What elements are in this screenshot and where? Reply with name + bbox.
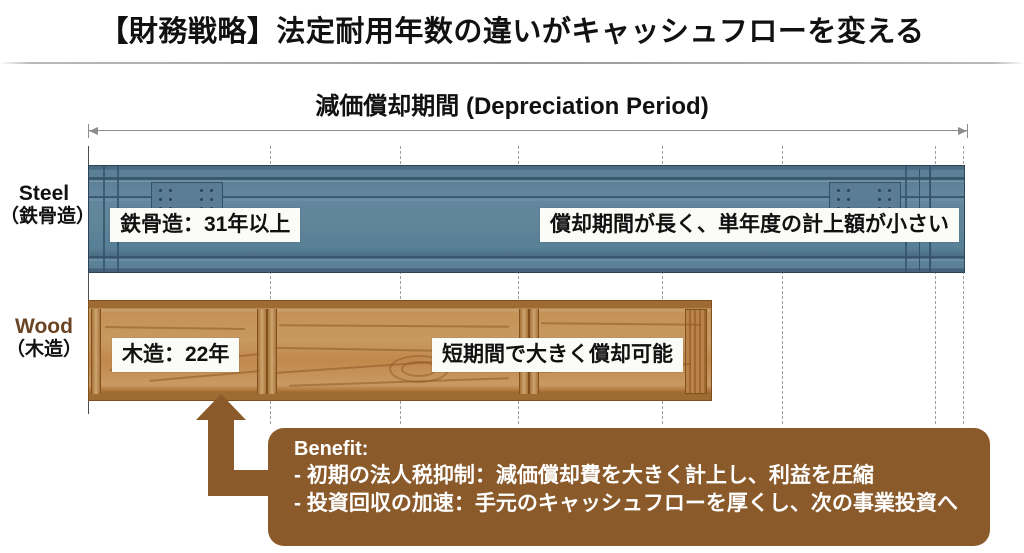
- plank-divider: [267, 309, 277, 394]
- gridline: [963, 146, 964, 424]
- beam-flange-line: [89, 180, 964, 182]
- dimension-line: [88, 130, 968, 131]
- benefit-heading: Benefit:: [294, 438, 369, 460]
- bar-label-steel: 鉄骨造：31年以上: [110, 208, 301, 243]
- title-divider: [0, 62, 1024, 64]
- gridline: [782, 146, 783, 424]
- beam-flange-line: [89, 259, 964, 261]
- row-label-steel: Steel （鉄骨造）: [0, 182, 96, 228]
- bar-note-wood: 短期間で大きく償却可能: [432, 338, 683, 373]
- row-label-steel-jp: （鉄骨造）: [0, 206, 96, 228]
- bar-label-wood: 木造：22年: [112, 338, 240, 373]
- dimension-cap-left: [88, 124, 89, 138]
- arrow-elbow-stem: [208, 416, 234, 490]
- benefit-line-2: - 投資回収の加速：手元のキャッシュフローを厚くし、次の事業投資へ: [294, 492, 958, 516]
- dimension-cap-right: [967, 124, 968, 138]
- benefit-callout: Benefit: - 初期の法人税抑制：減価償却費を大きく計上し、利益を圧縮 -…: [268, 428, 990, 546]
- depreciation-period-dimension-arrow: [88, 124, 968, 138]
- chart-subtitle: 減価償却期間 (Depreciation Period): [315, 93, 709, 120]
- beam-web-line: [103, 166, 105, 272]
- beam-flange-line: [89, 256, 964, 258]
- plank-divider: [257, 309, 267, 394]
- callout-pointer-arrow-icon: [186, 394, 282, 512]
- arrow-right-icon: [958, 126, 967, 135]
- beam-flange-line: [89, 196, 964, 198]
- row-label-steel-en: Steel: [18, 182, 70, 205]
- gridline: [518, 146, 519, 424]
- axis-baseline: [88, 146, 89, 414]
- gridline: [935, 146, 936, 424]
- gridline: [270, 146, 271, 424]
- plank-end-grain: [685, 309, 707, 394]
- wood-grain: [278, 324, 510, 328]
- wood-grain: [540, 322, 702, 326]
- arrow-left-icon: [89, 126, 98, 135]
- plank-divider: [91, 309, 101, 394]
- beam-flange-line: [89, 177, 964, 179]
- row-label-wood-en: Wood: [15, 315, 73, 338]
- row-label-wood: Wood （木造）: [0, 315, 88, 361]
- benefit-line-1: - 初期の法人税抑制：減価償却費を大きく計上し、利益を圧縮: [294, 464, 874, 487]
- gridline: [662, 146, 663, 424]
- page-title: 【財務戦略】法定耐用年数の違いがキャッシュフローを変える: [99, 16, 925, 48]
- bar-note-steel: 償却期間が長く、単年度の計上額が小さい: [540, 208, 959, 243]
- arrow-up-head-icon: [196, 394, 246, 420]
- gridline: [400, 146, 401, 424]
- beam-flange-line: [89, 199, 964, 201]
- row-label-wood-jp: （木造）: [5, 339, 82, 361]
- wood-grain: [104, 326, 246, 330]
